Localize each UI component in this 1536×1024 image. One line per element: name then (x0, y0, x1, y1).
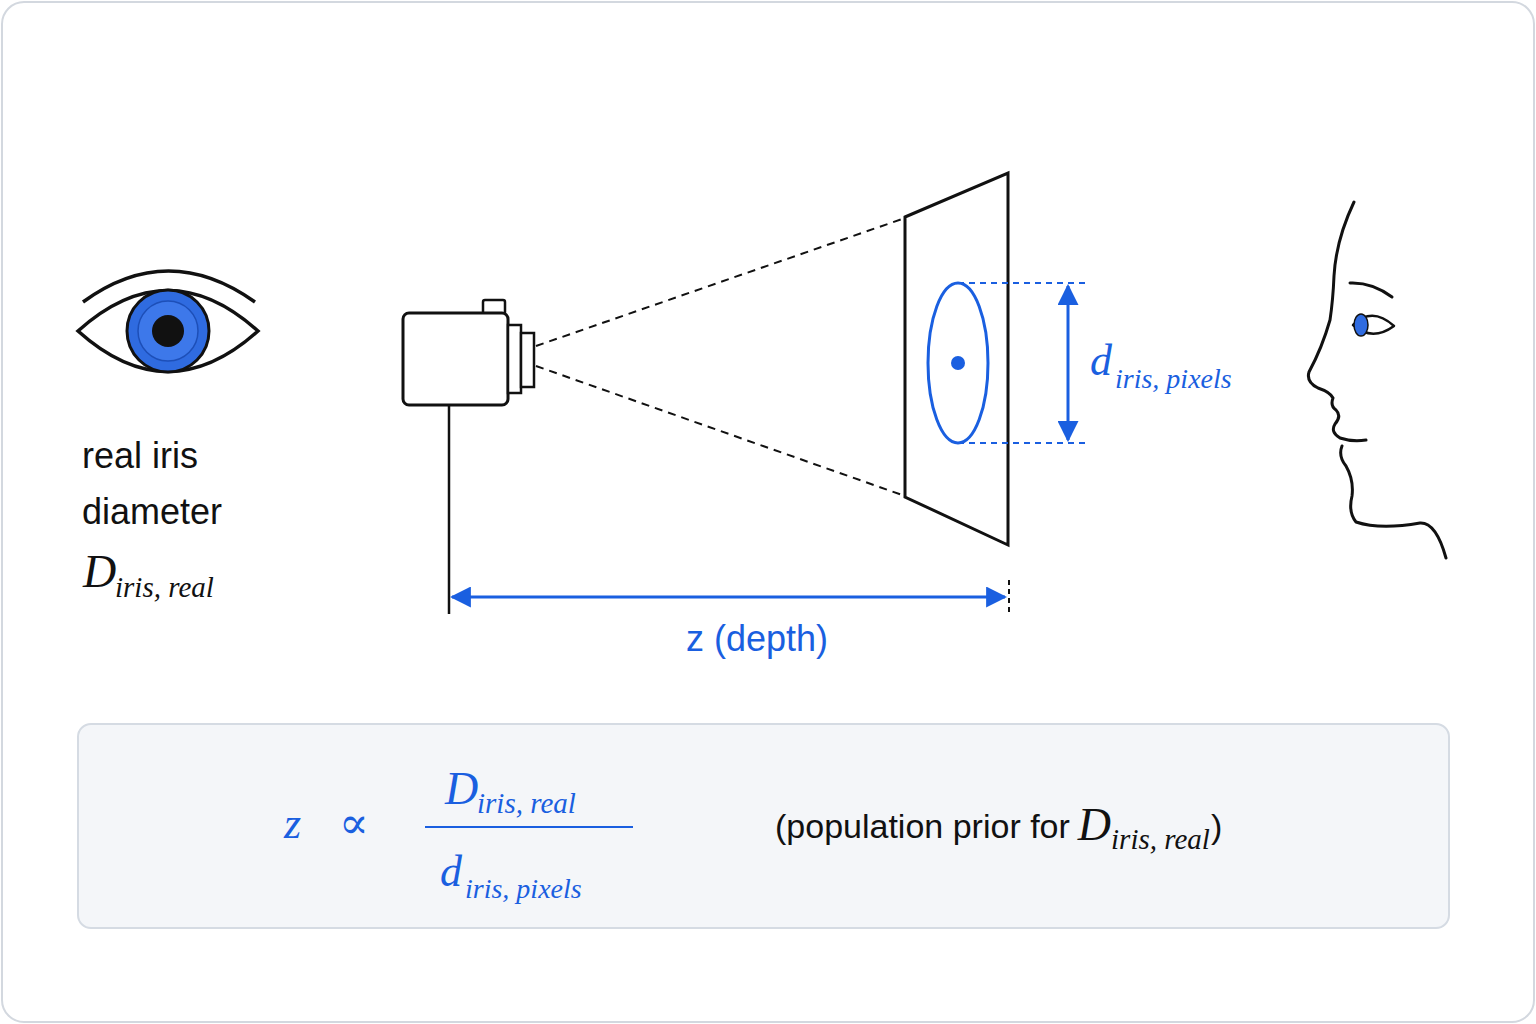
pupil-dot (951, 356, 965, 370)
depth-tick (1008, 580, 1010, 614)
math-symbol: D (1078, 799, 1111, 852)
math-symbol: D (445, 763, 478, 816)
view-ray (536, 218, 905, 346)
math-symbol: z (284, 799, 301, 850)
image-plane (905, 173, 1008, 545)
note-text: ) (1211, 807, 1222, 846)
camera (403, 300, 534, 614)
dimension-extension (958, 442, 1088, 444)
math-subscript: iris, real (1111, 823, 1210, 856)
math-subscript: iris, pixels (1115, 363, 1232, 395)
math-operator: ∝ (339, 799, 369, 850)
face-eye-iris (1354, 314, 1368, 336)
math-subscript: iris, real (115, 571, 214, 604)
face-profile (1308, 202, 1446, 558)
formula-panel: z ∝ Diris, real diris, pixels (population pr… (77, 723, 1450, 929)
dimension-arrow (1067, 286, 1070, 440)
iris-projection (928, 283, 988, 443)
math-symbol: d (1090, 336, 1112, 387)
math-symbol: D (83, 546, 116, 599)
fraction-bar (425, 826, 633, 828)
dimension-label: z (depth) (686, 618, 828, 659)
math-subscript: iris, real (477, 787, 576, 820)
math-symbol: d (440, 847, 462, 898)
caption-label: real iris diameter (82, 428, 272, 540)
depth-arrow (452, 596, 1005, 599)
note-text: (population prior for (775, 807, 1070, 846)
eye-icon (78, 271, 258, 372)
view-ray (536, 366, 905, 496)
math-subscript: iris, pixels (465, 873, 582, 905)
dimension-extension (958, 282, 1088, 284)
